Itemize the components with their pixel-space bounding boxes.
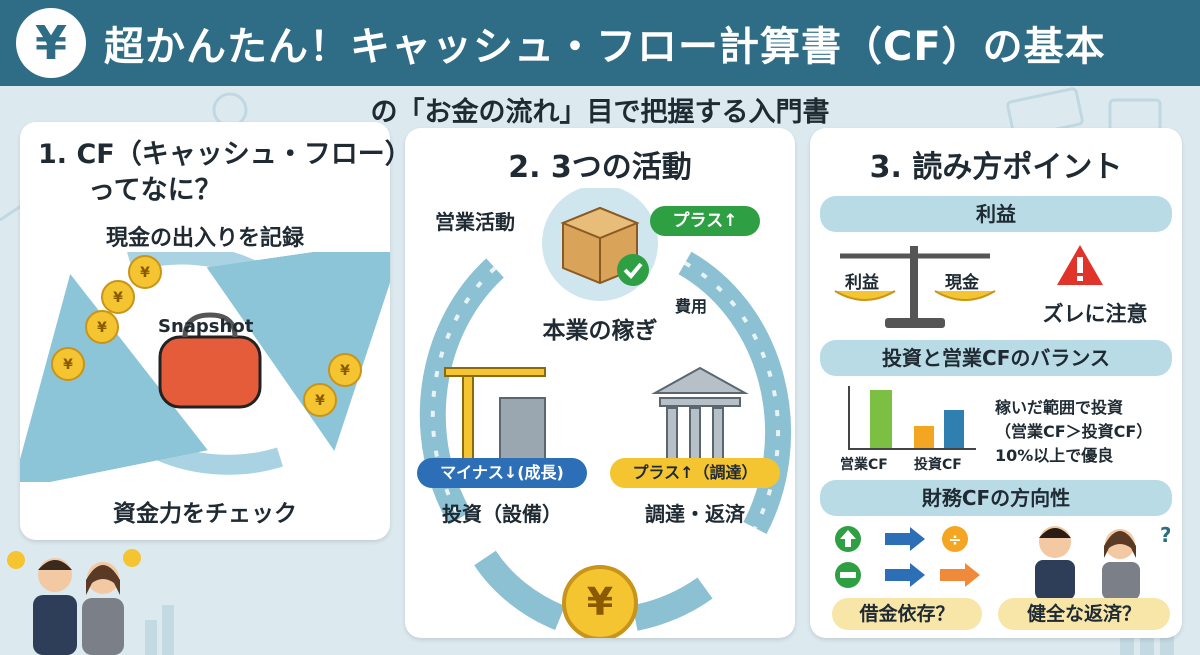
caption-check-funds: 資金力をチェック xyxy=(113,501,297,527)
debt-dependency-badge: 借金依存？ xyxy=(832,598,982,630)
lightbulb-icon xyxy=(7,551,25,569)
warning-text: ズレに注意 xyxy=(1042,302,1148,326)
investing-cf-bar xyxy=(914,426,934,448)
operating-cf-bar xyxy=(870,390,892,448)
point1-header: 利益 xyxy=(820,196,1172,232)
cf-balance-bar-chart xyxy=(848,386,976,450)
balance-text-2: （営業CF＞投資CF） xyxy=(995,422,1153,441)
yen-logo-icon: ¥ xyxy=(16,8,86,78)
chart-label-investing: 投資CF xyxy=(914,457,962,473)
cycle-arrow-top xyxy=(127,252,390,451)
plus-financing-badge: プラス↑（調達） xyxy=(610,458,780,488)
operating-activity-label: 営業活動 xyxy=(435,210,515,234)
svg-text:?: ? xyxy=(1160,523,1170,547)
svg-text:¥: ¥ xyxy=(97,320,107,336)
page-title: 超かんたん！キャッシュ・フロー計算書（CF）の基本 xyxy=(104,24,1106,70)
yen-coin-icon xyxy=(562,565,638,638)
svg-text:¥: ¥ xyxy=(113,290,123,306)
core-earning-label: 本業の稼ぎ xyxy=(542,318,658,344)
activity-cycle-diagram xyxy=(419,188,792,638)
healthy-repayment-badge: 健全な返済？ xyxy=(998,598,1170,630)
section2-title: 2. 3つの活動 xyxy=(508,150,692,185)
check-icon xyxy=(617,254,649,286)
chart-label-operating: 営業CF xyxy=(840,457,888,473)
expense-label: 費用 xyxy=(675,297,708,316)
balance-guideline: 稼いだ範囲で投資 （営業CF＞投資CF） 10%以上で優良 xyxy=(995,396,1152,468)
cycle-arrow-bottom xyxy=(20,273,283,482)
financing-label: 調達・返済 xyxy=(645,502,745,526)
business-people-illustration xyxy=(7,549,141,655)
plus-badge: プラス↑ xyxy=(650,206,760,236)
coin-purse-icon xyxy=(158,312,262,409)
panel-what-is-cf: 1. CF（キャッシュ・フロー） ってなに？ 現金の出入りを記録 ¥¥¥¥ ¥¥… xyxy=(20,122,412,540)
svg-text:¥: ¥ xyxy=(340,363,350,379)
panel-reading-points: 3. 読み方ポイント 利益 利益 現金 ズレに注意 投資と営業CFのバランス 営… xyxy=(810,128,1182,638)
point2-header: 投資と営業CFのバランス xyxy=(820,340,1172,376)
svg-text:¥: ¥ xyxy=(63,357,73,373)
section1-title-line2: ってなに？ xyxy=(88,175,222,206)
section3-title: 3. 読み方ポイント xyxy=(869,150,1123,185)
cycle-arrow-bottom-right xyxy=(632,577,713,631)
scale-label-cash: 現金 xyxy=(945,273,979,293)
balance-scale-icon xyxy=(834,246,996,328)
investing-label: 投資（設備） xyxy=(442,502,562,526)
investing-cf-bar-2 xyxy=(944,410,964,448)
cash-cycle-illustration: ¥ ¥ ¥ ¥ ¥ ¥ xyxy=(20,252,390,482)
panel-three-activities: 2. 3つの活動 xyxy=(405,128,795,638)
direction-arrows-icon: ÷ xyxy=(835,526,980,588)
page-subtitle: の「お金の流れ」目で把握する入門書 xyxy=(370,97,830,128)
point3-header: 財務CFの方向性 xyxy=(820,480,1172,516)
header-bar: ¥ 超かんたん！キャッシュ・フロー計算書（CF）の基本 xyxy=(0,0,1200,86)
section1-title: 1. CF（キャッシュ・フロー） xyxy=(38,139,412,170)
balance-text-3: 10%以上で優良 xyxy=(995,446,1114,465)
business-people-thinking-icon: ? xyxy=(1035,523,1170,600)
svg-text:¥: ¥ xyxy=(315,393,325,409)
svg-text:÷: ÷ xyxy=(948,530,961,549)
scale-label-profit: 利益 xyxy=(845,273,879,293)
minus-growth-badge: マイナス↓(成長) xyxy=(417,458,587,488)
cycle-arrow-bottom-left xyxy=(474,550,566,631)
balance-text-1: 稼いだ範囲で投資 xyxy=(995,398,1124,417)
coin-icons xyxy=(51,255,362,417)
warning-icon xyxy=(1057,245,1103,285)
svg-text:¥: ¥ xyxy=(140,265,150,281)
snapshot-label: Snapshot xyxy=(158,316,254,337)
caption-record-cash: 現金の出入りを記録 xyxy=(105,226,304,251)
center-yen-symbol: ¥ xyxy=(586,580,614,624)
